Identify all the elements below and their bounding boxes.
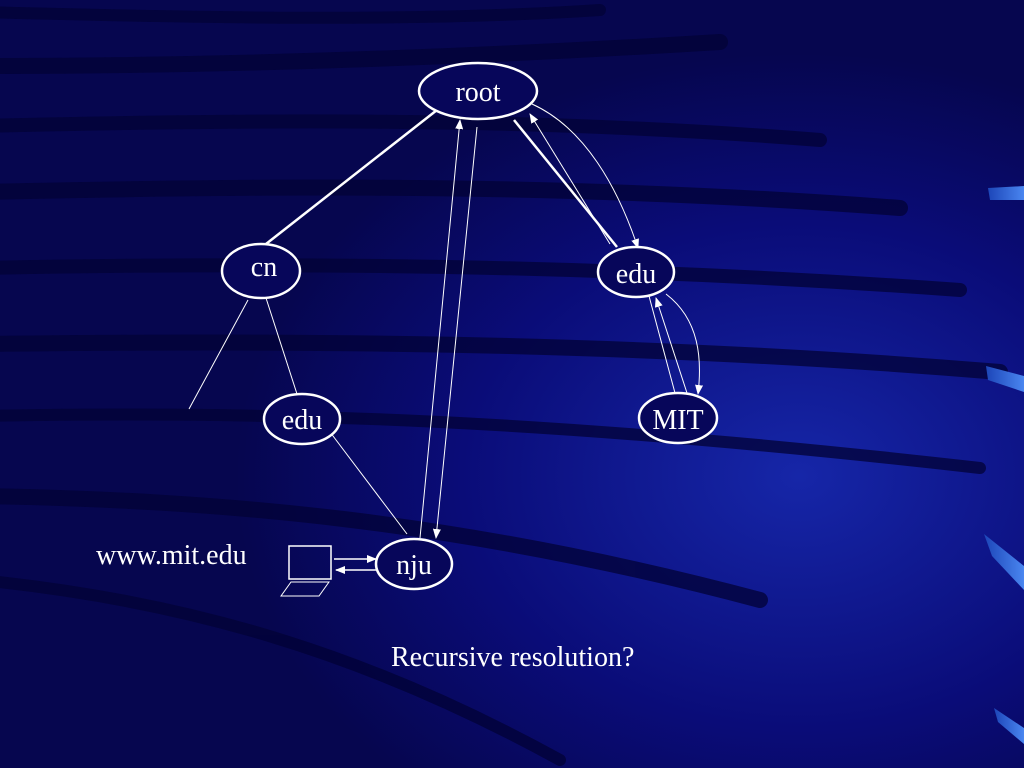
node-root-label: root — [455, 77, 500, 108]
node-edu-top: edu — [596, 245, 676, 299]
node-cn-label: cn — [251, 252, 277, 283]
edge-edu-nju — [329, 431, 408, 535]
query-arrow-nju-to-root — [419, 119, 464, 539]
edge-edu-mit — [648, 295, 676, 394]
node-nju-label: nju — [396, 550, 432, 581]
query-arrow-root-to-edu — [531, 103, 639, 249]
query-arrow-edu-to-mit — [665, 293, 704, 395]
edge-root-edu — [513, 119, 618, 248]
node-cn: cn — [220, 242, 302, 300]
laptop-icon — [280, 545, 332, 597]
node-mit-label: MIT — [652, 405, 703, 436]
query-domain-label: www.mit.edu — [96, 540, 247, 571]
edge-cn-edu — [265, 297, 298, 395]
node-edu-top-label: edu — [616, 259, 656, 290]
query-arrow-root-to-nju — [432, 126, 478, 539]
query-arrow-edu-to-root — [529, 113, 611, 245]
edge-accent-marks — [984, 186, 1024, 744]
node-edu-cn-label: edu — [282, 405, 322, 436]
node-nju: nju — [374, 537, 454, 591]
node-mit: MIT — [637, 391, 719, 445]
edge-cn-branch — [188, 299, 249, 410]
node-edu-cn: edu — [262, 392, 342, 446]
slide-caption: Recursive resolution? — [391, 642, 635, 673]
node-root: root — [417, 61, 539, 121]
edge-root-cn — [265, 109, 438, 245]
query-arrow-mit-to-edu — [654, 297, 688, 394]
